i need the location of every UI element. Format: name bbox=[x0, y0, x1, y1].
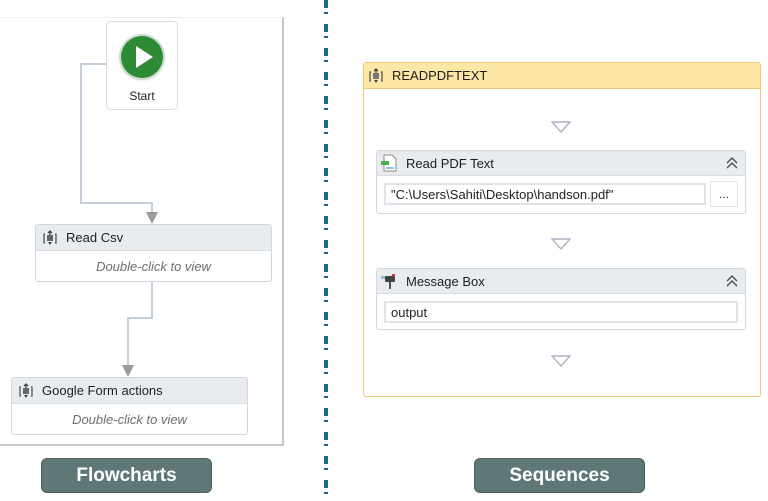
activity-message-box[interactable]: Message Box output bbox=[376, 268, 746, 330]
browse-button[interactable]: ... bbox=[710, 181, 738, 207]
file-path-input[interactable]: "C:\Users\Sahiti\Desktop\handson.pdf" bbox=[384, 183, 706, 205]
collapse-icon[interactable] bbox=[725, 273, 739, 289]
connector-line bbox=[80, 63, 82, 203]
message-text-input[interactable]: output bbox=[384, 301, 738, 323]
sequence-container[interactable]: READPDFTEXT Read PDF Text "C:\Users\Sahi… bbox=[363, 62, 761, 397]
node-title: Read Csv bbox=[66, 230, 124, 245]
connector-line bbox=[127, 317, 129, 367]
start-node[interactable]: Start bbox=[106, 21, 178, 110]
activity-title: Read PDF Text bbox=[406, 155, 494, 171]
connector-line bbox=[151, 202, 153, 214]
sequence-icon bbox=[369, 67, 383, 83]
connector-line bbox=[80, 63, 106, 65]
collapse-icon[interactable] bbox=[725, 155, 739, 171]
start-label: Start bbox=[129, 89, 155, 103]
flowchart-node-read-csv[interactable]: Read Csv Double-click to view bbox=[35, 224, 272, 282]
activity-title: Message Box bbox=[406, 273, 485, 289]
flowcharts-caption: Flowcharts bbox=[41, 458, 212, 493]
sequence-icon bbox=[43, 229, 57, 245]
mailbox-icon bbox=[381, 274, 395, 289]
play-circle-icon bbox=[121, 36, 163, 78]
connector-line bbox=[80, 202, 152, 204]
arrow-down-icon bbox=[146, 212, 158, 224]
sequence-icon bbox=[19, 382, 33, 398]
flowchart-canvas[interactable]: Start Read Csv Double-click to view bbox=[0, 17, 284, 446]
arrow-down-icon bbox=[122, 365, 134, 377]
flowchart-node-google-form-actions[interactable]: Google Form actions Double-click to view bbox=[11, 377, 248, 435]
connector-line bbox=[128, 317, 153, 319]
node-hint: Double-click to view bbox=[72, 411, 187, 427]
section-divider bbox=[324, 0, 328, 501]
activity-read-pdf-text[interactable]: Read PDF Text "C:\Users\Sahiti\Desktop\h… bbox=[376, 150, 746, 214]
node-title: Google Form actions bbox=[42, 383, 163, 398]
connector-line bbox=[151, 282, 153, 318]
pdf-document-icon bbox=[381, 154, 397, 172]
node-hint: Double-click to view bbox=[96, 258, 211, 274]
sequences-caption: Sequences bbox=[474, 458, 645, 493]
sequence-title: READPDFTEXT bbox=[392, 68, 488, 83]
